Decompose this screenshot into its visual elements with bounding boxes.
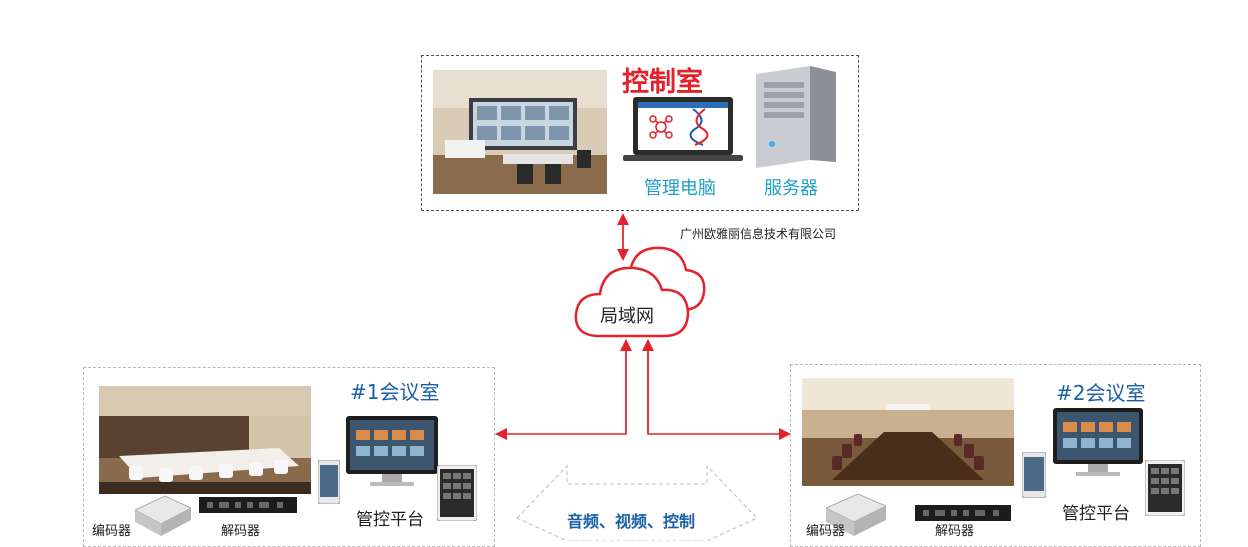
- meeting-room-1-photo: [99, 386, 311, 494]
- signal-double-arrow: [517, 464, 757, 541]
- platform-label-2: 管控平台: [1062, 504, 1130, 524]
- control-platform-monitor-1: [346, 416, 438, 486]
- signal-label: 音频、视频、控制: [567, 512, 696, 531]
- control-platform-monitor-2: [1053, 408, 1143, 476]
- computer-label: 管理电脑: [644, 178, 716, 199]
- control-room-photo: [433, 70, 607, 194]
- network-label: 局域网: [600, 306, 654, 327]
- server-icon: [756, 66, 836, 168]
- platform-label-1: 管控平台: [356, 510, 424, 530]
- decoder-device-2: [915, 505, 1011, 521]
- server-label: 服务器: [764, 178, 818, 199]
- decoder-label-2: 解码器: [935, 524, 975, 539]
- phone-icon-1: [318, 460, 340, 504]
- phone-icon-2: [1022, 452, 1046, 498]
- cloud-icon: [574, 246, 706, 338]
- control-room-title: 控制室: [622, 67, 703, 98]
- laptop-icon: [623, 97, 743, 161]
- meeting-room-1-title: #1会议室: [350, 380, 440, 404]
- company-name: 广州欧雅丽信息技术有限公司: [680, 227, 837, 241]
- control-room-box: [421, 55, 859, 211]
- tablet-icon-1: [437, 465, 477, 521]
- encoder-label-1: 编码器: [92, 524, 132, 539]
- meeting-room-2-title: #2会议室: [1056, 381, 1146, 405]
- encoder-device-2: [826, 493, 886, 536]
- encoder-label-2: 编码器: [806, 524, 846, 539]
- meeting-room-2-photo: [802, 378, 1014, 486]
- encoder-device-1: [135, 495, 191, 536]
- tablet-icon-2: [1145, 460, 1185, 516]
- decoder-device-1: [199, 497, 297, 513]
- decoder-label-1: 解码器: [221, 524, 261, 539]
